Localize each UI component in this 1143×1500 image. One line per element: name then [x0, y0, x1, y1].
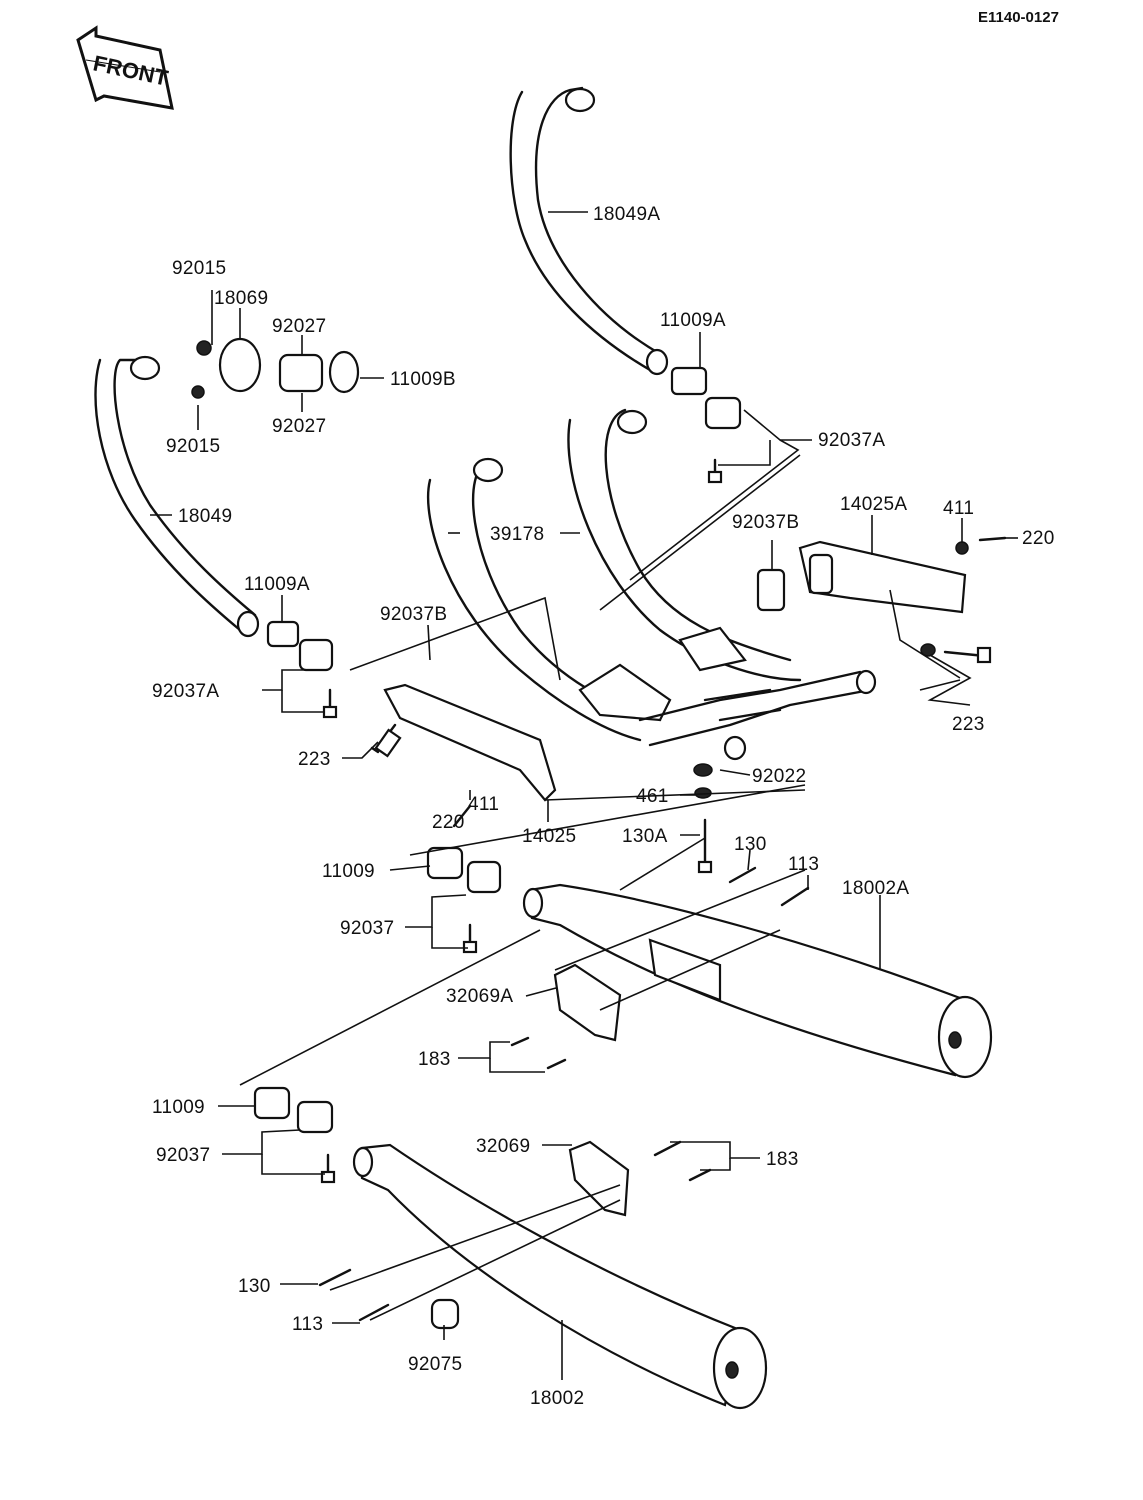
label-92037-top: 92037 — [340, 918, 394, 939]
muffler-18002 — [352, 1143, 768, 1410]
small-parts — [191, 337, 969, 1330]
label-223-right: 223 — [952, 714, 985, 735]
bracket-32069A — [553, 938, 722, 1042]
label-130-bottom: 130 — [238, 1276, 271, 1297]
bracket-32069 — [568, 1140, 630, 1217]
label-223-left: 223 — [298, 749, 331, 770]
label-130-top: 130 — [734, 834, 767, 855]
label-32069: 32069 — [476, 1136, 530, 1157]
label-411-right: 411 — [943, 498, 974, 519]
label-14025: 14025 — [522, 826, 576, 847]
label-11009A-left: 11009A — [244, 574, 310, 595]
label-11009A-right: 11009A — [660, 310, 726, 331]
front-arrow-icon: FRONT — [76, 25, 174, 110]
label-220-right: 220 — [1022, 528, 1055, 549]
label-92015-bottom: 92015 — [166, 436, 220, 457]
label-183-top: 183 — [418, 1049, 451, 1070]
exhaust-pipe-39178 — [426, 408, 877, 761]
bracket-14025A — [798, 540, 967, 614]
label-92075: 92075 — [408, 1354, 462, 1375]
label-32069A: 32069A — [446, 986, 513, 1007]
label-92037A-right: 92037A — [818, 430, 885, 451]
label-18002A: 18002A — [842, 878, 909, 899]
label-18049A: 18049A — [593, 204, 660, 225]
diagram-code: E1140-0127 — [978, 9, 1059, 26]
label-92022: 92022 — [752, 766, 806, 787]
label-18049: 18049 — [178, 506, 232, 527]
label-92037-bottom: 92037 — [156, 1145, 210, 1166]
label-92037A-left: 92037A — [152, 681, 219, 702]
label-220-left: 220 — [432, 812, 465, 833]
leader-lines — [150, 211, 1018, 1380]
label-14025A: 14025A — [840, 494, 907, 515]
label-461: 461 — [636, 786, 669, 807]
label-92037B-right: 92037B — [732, 512, 799, 533]
label-92037B-left: 92037B — [380, 604, 447, 625]
label-11009B: 11009B — [390, 369, 456, 390]
label-92015-top: 92015 — [172, 258, 226, 279]
label-113-top: 113 — [788, 854, 819, 875]
label-183-bottom: 183 — [766, 1149, 799, 1170]
label-92027-top: 92027 — [272, 316, 326, 337]
label-92027-bottom: 92027 — [272, 416, 326, 437]
label-113-bottom: 113 — [292, 1314, 323, 1335]
bracket-14025 — [383, 683, 557, 802]
label-130A: 130A — [622, 826, 668, 847]
assembly-guide-lines — [239, 454, 961, 1321]
label-411-left: 411 — [468, 794, 499, 815]
bolts — [318, 458, 1007, 1322]
label-18002: 18002 — [530, 1388, 584, 1409]
label-11009-bottom: 11009 — [152, 1097, 205, 1118]
label-11009-top: 11009 — [322, 861, 375, 882]
label-39178: 39178 — [490, 524, 544, 545]
exhaust-pipe-18049A — [509, 86, 669, 376]
part-labels: 18049A 11009A 92037A 14025A 411 220 9203… — [152, 204, 1055, 1409]
exhaust-pipe-18049 — [94, 355, 260, 638]
label-18069: 18069 — [214, 288, 268, 309]
